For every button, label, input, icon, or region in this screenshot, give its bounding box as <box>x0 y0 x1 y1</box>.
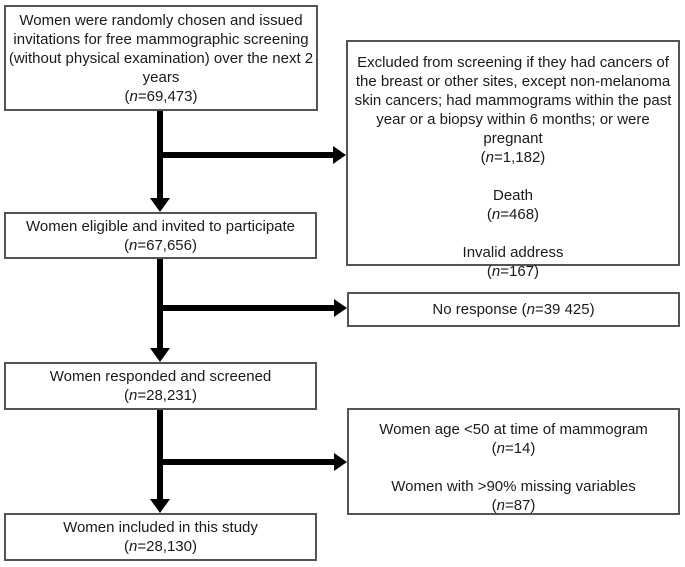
box-responded-screened: Women responded and screened(n=28,231) <box>4 362 317 410</box>
connector-eligible-to-responded <box>157 259 163 348</box>
arrowhead-down-to-responded-icon <box>150 348 170 362</box>
connector-branch-to-excluded-screening <box>160 152 333 158</box>
box-included-in-study: Women included in this study(n=28,130) <box>4 513 317 561</box>
arrowhead-down-to-eligible-icon <box>150 198 170 212</box>
box-no-response: No response (n=39 425) <box>347 292 680 327</box>
arrowhead-right-to-excluded-screening-icon <box>333 146 346 164</box>
arrowhead-right-to-no-response-icon <box>334 299 347 317</box>
connector-branch-to-no-response <box>160 305 334 311</box>
box-excluded-from-analysis: Women age <50 at time of mammogram(n=14)… <box>347 408 680 515</box>
arrowhead-down-to-included-icon <box>150 499 170 513</box>
arrowhead-right-to-excluded-analysis-icon <box>334 453 347 471</box>
connector-branch-to-excluded-analysis <box>160 459 334 465</box>
box-invited-population: Women were randomly chosen and issued in… <box>4 5 318 111</box>
box-excluded-from-screening: Excluded from screening if they had canc… <box>346 40 680 280</box>
connector-responded-to-included <box>157 410 163 499</box>
box-eligible-invited: Women eligible and invited to participat… <box>4 212 317 259</box>
